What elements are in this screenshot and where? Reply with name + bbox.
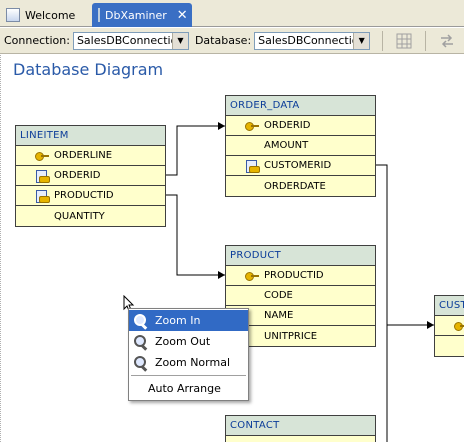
menu-item-label: Auto Arrange — [148, 382, 221, 395]
entity-product-title: PRODUCT — [226, 246, 375, 266]
column-name: PRODUCTID — [264, 270, 324, 281]
column-row[interactable]: PRODUCTID — [16, 186, 165, 206]
database-select-value: SalesDBConnection — [258, 34, 353, 47]
page-title: Database Diagram — [13, 60, 164, 79]
menu-item-label: Zoom Normal — [155, 356, 231, 369]
tab-welcome-label: Welcome — [25, 8, 76, 22]
arrow-head — [218, 122, 225, 130]
chevron-down-icon[interactable]: ▼ — [171, 32, 188, 49]
grid-icon[interactable] — [395, 32, 413, 50]
column-name: ORDERLINE — [54, 150, 113, 161]
entity-order-data-title: ORDER_DATA — [226, 96, 375, 116]
entity-customer[interactable]: CUST — [434, 295, 464, 357]
sync-arrows-icon[interactable] — [438, 32, 456, 50]
entity-order-data[interactable]: ORDER_DATA ORDERID AMOUNT CUSTOMERID ORD… — [225, 95, 376, 197]
primary-key-icon — [34, 149, 50, 163]
menu-item-zoom-out[interactable]: Zoom Out — [129, 331, 248, 352]
relationship-order-customer — [375, 164, 434, 326]
context-menu: Zoom In Zoom Out Zoom Normal Auto Arrang… — [128, 308, 249, 401]
connection-select-value: SalesDBConnection — [76, 34, 172, 47]
tab-dbxaminer[interactable]: DbXaminer ✕ — [92, 3, 192, 27]
menu-item-zoom-in[interactable]: Zoom In — [129, 310, 248, 331]
column-row[interactable]: AMOUNT — [226, 136, 375, 156]
menu-separator — [131, 375, 246, 376]
entity-lineitem[interactable]: LINEITEM ORDERLINE ORDERID PRODUCTID QUA… — [15, 125, 166, 227]
database-label: Database: — [194, 34, 252, 47]
diagram-canvas[interactable]: Database Diagram LINEITEM ORDERLINE ORDE… — [0, 55, 464, 442]
column-name: AMOUNT — [264, 140, 309, 151]
tab-welcome[interactable]: Welcome — [0, 3, 90, 27]
foreign-key-icon — [244, 159, 260, 173]
column-row[interactable]: ORDERID — [226, 116, 375, 136]
database-select[interactable]: SalesDBConnection ▼ — [254, 31, 371, 50]
toolbar-separator — [382, 30, 384, 51]
primary-key-icon — [244, 269, 260, 283]
welcome-page-icon — [6, 8, 20, 22]
column-row[interactable]: ORDERID — [16, 166, 165, 186]
connection-select[interactable]: SalesDBConnection ▼ — [72, 31, 189, 50]
column-name: CUSTOMERID — [264, 160, 332, 171]
menu-item-label: Zoom In — [155, 314, 201, 327]
toolbar: Connection: SalesDBConnection ▼ Database… — [0, 28, 464, 54]
column-row[interactable] — [435, 336, 464, 356]
database-icon — [98, 8, 100, 22]
menu-item-zoom-normal[interactable]: Zoom Normal — [129, 352, 248, 373]
primary-key-icon — [453, 319, 464, 333]
tab-dbxaminer-label: DbXaminer — [105, 8, 167, 22]
column-row[interactable]: UNITPRICE — [226, 326, 375, 346]
entity-contact-title: CONTACT — [226, 416, 375, 436]
foreign-key-icon — [34, 169, 50, 183]
column-name: UNITPRICE — [264, 330, 318, 342]
column-name: CODE — [264, 290, 293, 301]
entity-contact[interactable]: CONTACT — [225, 415, 376, 442]
canvas-left-edge — [0, 55, 1, 442]
column-name: ORDERDATE — [264, 180, 326, 192]
column-row[interactable]: ORDERDATE — [226, 176, 375, 196]
editor-tab-bar: Welcome DbXaminer ✕ — [0, 0, 464, 27]
column-name: PRODUCTID — [54, 190, 114, 201]
relationship-lineitem-order — [165, 125, 225, 176]
column-row[interactable]: NAME — [226, 306, 375, 326]
column-name: NAME — [264, 310, 294, 321]
column-row[interactable]: ORDERLINE — [16, 146, 165, 166]
column-row[interactable]: PRODUCTID — [226, 266, 375, 286]
arrow-head — [218, 271, 225, 279]
column-row[interactable]: CUSTOMERID — [226, 156, 375, 176]
menu-item-auto-arrange[interactable]: Auto Arrange — [129, 378, 248, 399]
close-icon[interactable]: ✕ — [176, 7, 188, 23]
primary-key-icon — [244, 119, 260, 133]
column-name: ORDERID — [264, 120, 311, 131]
column-row[interactable]: QUANTITY — [16, 206, 165, 226]
chevron-down-icon[interactable]: ▼ — [353, 32, 370, 49]
zoom-normal-icon — [133, 355, 149, 371]
zoom-out-icon — [133, 334, 149, 350]
zoom-in-icon — [133, 313, 149, 329]
arrow-head — [427, 321, 434, 329]
column-name: ORDERID — [54, 170, 101, 181]
menu-item-label: Zoom Out — [155, 335, 211, 348]
foreign-key-icon — [34, 189, 50, 203]
column-name: QUANTITY — [54, 210, 105, 222]
relationship-lineitem-product — [165, 194, 225, 276]
entity-lineitem-title: LINEITEM — [16, 126, 165, 146]
entity-product[interactable]: PRODUCT PRODUCTID CODE NAME UNITPRICE — [225, 245, 376, 347]
column-row[interactable] — [435, 316, 464, 336]
entity-customer-title: CUST — [435, 296, 464, 316]
toolbar-separator — [425, 30, 427, 51]
connection-label: Connection: — [4, 34, 70, 47]
column-row[interactable]: CODE — [226, 286, 375, 306]
